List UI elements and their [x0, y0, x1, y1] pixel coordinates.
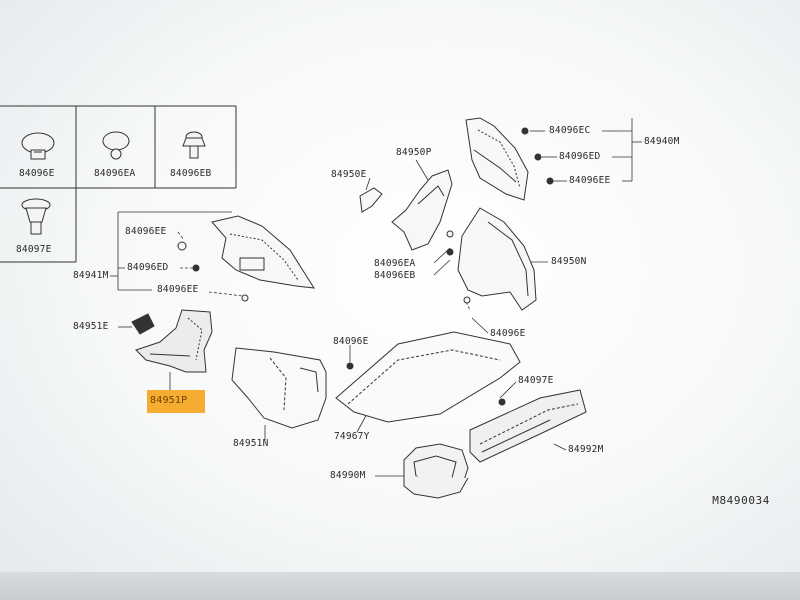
label-84940m: 84940M: [644, 136, 680, 147]
part-84950n: [446, 207, 537, 311]
push-clip-icon: [102, 131, 130, 160]
part-84950p: [391, 169, 453, 251]
label-84951p: 84951P: [150, 395, 188, 406]
part-84951n: [231, 347, 327, 429]
label-84951n: 84951N: [233, 438, 269, 449]
label-84096e-mid: 84096E: [333, 336, 369, 347]
label-84096eb: 84096EB: [374, 270, 416, 281]
label-84096ea: 84096EA: [374, 258, 416, 269]
fastener-table: [0, 105, 237, 263]
diagram-code: M8490034: [712, 494, 770, 507]
label-84097e: 84097E: [518, 375, 554, 386]
label-84096ed-left: 84096ED: [127, 262, 169, 273]
label-84096ec: 84096EC: [549, 125, 591, 136]
part-84990m: [403, 443, 469, 499]
part-84951p: [135, 309, 213, 373]
label-84096e-right: 84096E: [490, 328, 526, 339]
table-label-84096ea: 84096EA: [94, 168, 136, 179]
part-84951e: [131, 313, 155, 335]
part-84941m: [177, 215, 315, 302]
part-84940m: [465, 117, 554, 201]
push-clip-icon: [21, 132, 55, 160]
label-74967y: 74967Y: [334, 431, 370, 442]
label-84096ee-left: 84096EE: [125, 226, 167, 237]
label-84950p: 84950P: [396, 147, 432, 158]
rivet-clip-icon: [21, 198, 51, 235]
push-clip-icon: [182, 131, 206, 159]
label-84096ee-bottom: 84096EE: [157, 284, 199, 295]
table-label-84096e: 84096E: [19, 168, 55, 179]
label-84950e: 84950E: [331, 169, 367, 180]
label-84096ed-top: 84096ED: [559, 151, 601, 162]
label-84950n: 84950N: [551, 256, 587, 267]
label-84941m: 84941M: [73, 270, 109, 281]
monitor-bezel: [0, 572, 800, 600]
label-84951e: 84951E: [73, 321, 109, 332]
highlight-marker: [147, 390, 205, 413]
table-label-84097e: 84097E: [16, 244, 52, 255]
part-74967y: [335, 331, 521, 423]
table-label-84096eb: 84096EB: [170, 168, 212, 179]
label-84992m: 84992M: [568, 444, 604, 455]
part-84992m: [469, 389, 587, 463]
part-84950e: [359, 187, 383, 213]
label-84990m: 84990M: [330, 470, 366, 481]
label-84096ee-top: 84096EE: [569, 175, 611, 186]
